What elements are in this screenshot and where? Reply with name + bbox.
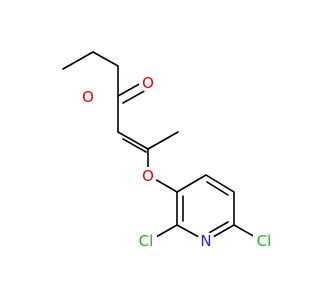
bond-ring-c4-c5-inner <box>206 181 229 196</box>
bond-ring-c3-c4 <box>176 174 207 193</box>
bond-ring-c4-c5 <box>205 174 235 193</box>
atom-cl-left-label: Cl <box>139 232 154 250</box>
atom-n-ring: N <box>197 232 215 250</box>
atom-o-carbonyl: O <box>139 74 157 92</box>
atom-n-ring-label: N <box>200 232 211 250</box>
atom-o-ester-label: O <box>82 88 94 106</box>
bond-ch-c-double-1 <box>117 131 149 150</box>
bond-ethyl-c2-o <box>92 51 119 67</box>
atom-labels: O O O N Cl Cl <box>79 74 275 250</box>
atom-cl-left: Cl <box>135 232 157 250</box>
atom-o-carbonyl-label: O <box>142 74 154 92</box>
atom-o-ester: O <box>79 88 97 106</box>
atom-o-ether-label: O <box>142 167 154 185</box>
bond-ch-c-double-2 <box>122 138 147 153</box>
bond-c-o-double-1 <box>117 81 144 97</box>
atom-o-ether: O <box>139 167 157 185</box>
bond-c-methyl <box>147 131 179 150</box>
bond-c-o-double-2 <box>122 88 149 104</box>
bonds <box>62 51 263 242</box>
bond-ring-c6-n-inner <box>206 221 229 235</box>
atom-cl-right-label: Cl <box>257 232 272 250</box>
atom-cl-right: Cl <box>253 232 275 250</box>
molecule-structure: O O O N Cl Cl <box>62 51 275 250</box>
bond-ethyl-c1-c2 <box>62 51 94 70</box>
